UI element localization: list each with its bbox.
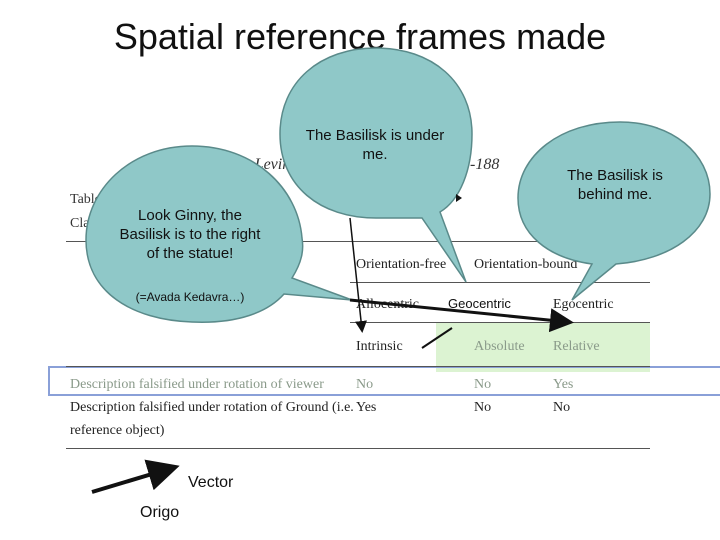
callout-right-text: The Basilisk is behind me. xyxy=(567,167,663,203)
callout-left-subtext: (=Avada Kedavra…) xyxy=(135,290,245,304)
doc-header-right: -188 xyxy=(470,156,500,173)
table-rule xyxy=(66,448,650,449)
arrow-tip-small xyxy=(456,194,462,202)
geocentric-arrow-stem xyxy=(421,327,453,349)
col-intrinsic: Intrinsic xyxy=(356,339,403,354)
table-rule xyxy=(66,241,650,242)
row-2-desc-cont: reference object) xyxy=(70,423,165,438)
callout-bubble-left xyxy=(85,145,353,323)
callout-bubble-right xyxy=(517,121,711,301)
row-1-desc: Description falsified under rotation of … xyxy=(70,377,324,392)
highlight-geocentric xyxy=(436,322,650,372)
row-1-intrinsic: No xyxy=(356,377,374,392)
table-rule xyxy=(350,282,650,283)
callout-bubble-top xyxy=(279,47,473,283)
table-rule xyxy=(66,366,650,367)
highlight-row xyxy=(48,366,720,396)
legend-origo-label: Origo xyxy=(140,504,180,521)
geocentric-label: Geocentric xyxy=(448,296,511,311)
col-orientation-bound: Orientation-bound xyxy=(474,257,578,272)
callout-left-text: Look Ginny, the Basilisk is to the right… xyxy=(119,207,261,262)
geocentric-vector xyxy=(349,298,574,333)
row-2-absolute: No xyxy=(474,400,492,415)
arrow-intrinsic xyxy=(349,217,368,333)
row-1-absolute: No xyxy=(474,377,492,392)
col-absolute: Absolute xyxy=(474,339,525,354)
callout-top-text: The Basilisk is under me. xyxy=(305,127,445,163)
table-rule xyxy=(350,322,650,323)
row-2-desc: Description falsified under rotation of … xyxy=(70,400,354,415)
col-orientation-free: Orientation-free xyxy=(356,257,447,272)
col-egocentric: Egocentric xyxy=(553,297,614,312)
legend-vector-label: Vector xyxy=(188,474,234,491)
row-2-intrinsic: Yes xyxy=(356,400,377,415)
legend-vector-arrow xyxy=(91,459,180,494)
row-2-relative: No xyxy=(553,400,571,415)
col-relative: Relative xyxy=(553,339,600,354)
row-1-relative: Yes xyxy=(553,377,574,392)
